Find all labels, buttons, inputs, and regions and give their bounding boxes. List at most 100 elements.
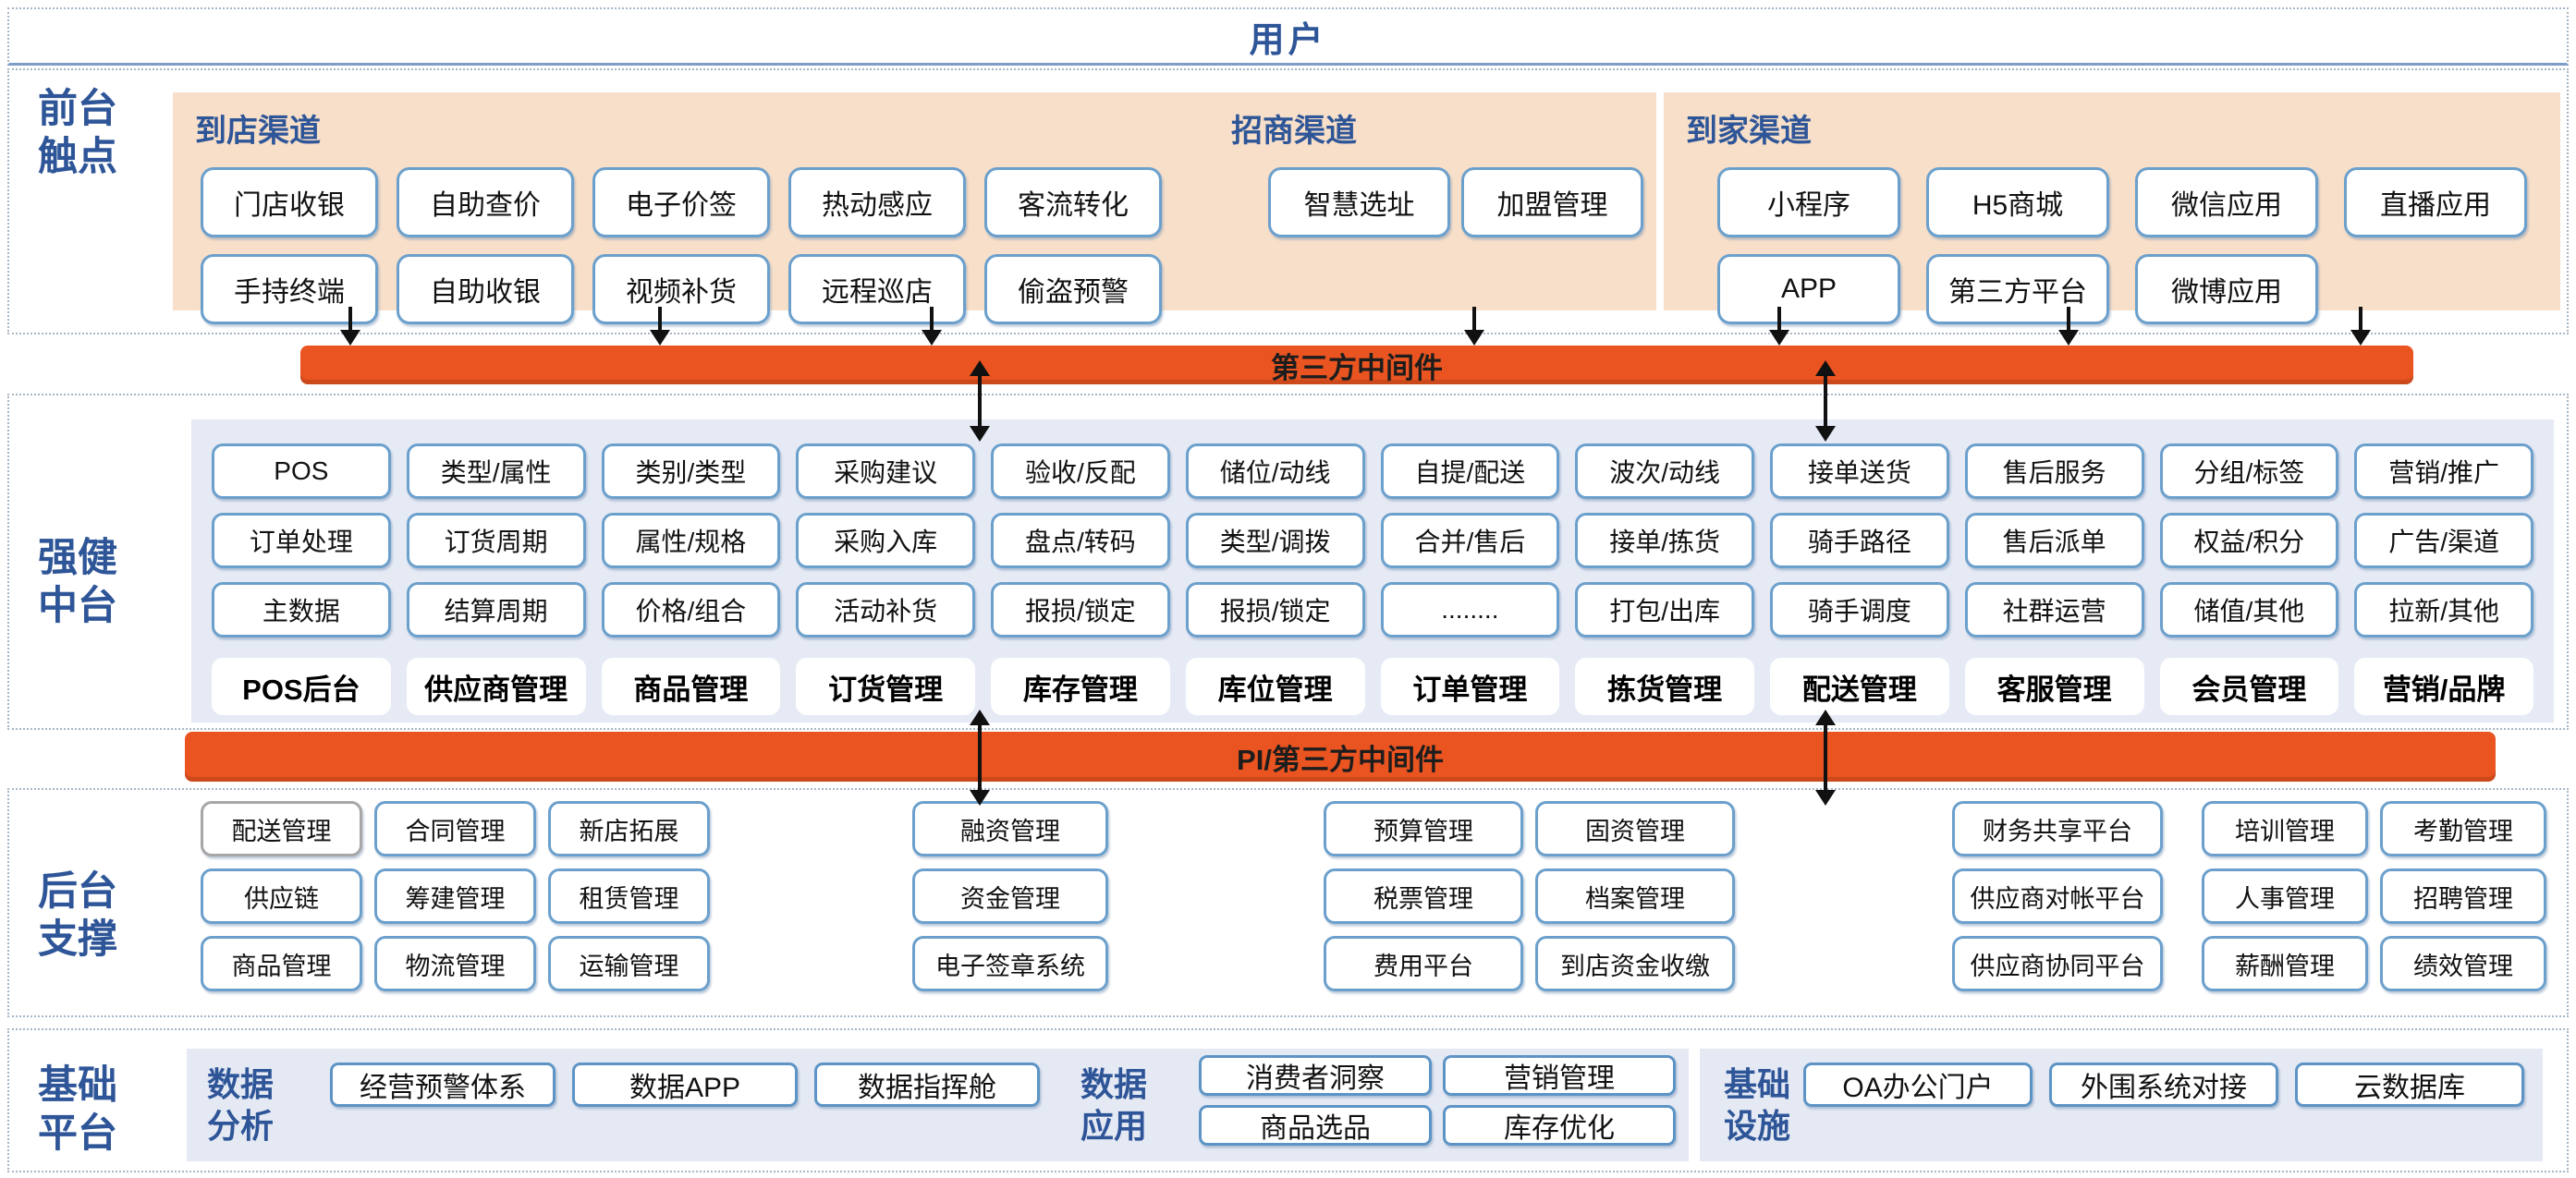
platform-column: 售后服务售后派单社群运营客服管理	[1964, 443, 2144, 715]
platform-column: 储位/动线类型/调拨报损/锁定库位管理	[1185, 443, 1365, 715]
middleware-bar-bottom: PI/第三方中间件	[185, 732, 2496, 782]
capability-box: 供应商对帐平台	[1952, 868, 2163, 924]
platform-column-footer: 会员管理	[2159, 658, 2339, 715]
platform-column-footer: 订单管理	[1380, 658, 1560, 715]
backend-support-section: 后台支撑 配送管理合同管理新店拓展供应链筹建管理租赁管理商品管理物流管理运输管理…	[7, 788, 2569, 1017]
capability-box: 数据指挥舱	[814, 1063, 1040, 1107]
capability-box: 电子价签	[592, 167, 770, 237]
capability-box: 商品管理	[201, 936, 362, 991]
channel-row: 智慧选址加盟管理	[1209, 167, 1656, 237]
platform-column: 自提/配送合并/售后........订单管理	[1380, 443, 1560, 715]
capability-box: 类型/调拨	[1185, 513, 1365, 568]
foundation-group-label: 数据分析	[207, 1065, 275, 1145]
capability-box: 培训管理	[2202, 801, 2368, 856]
foundation-row: OA办公门户外围系统对接云数据库	[1803, 1063, 2524, 1107]
user-band-label: 用户	[1249, 20, 1327, 60]
foundation-row: 经营预警体系数据APP 数据指挥舱	[330, 1063, 1040, 1107]
capability-box: 数据APP	[572, 1063, 798, 1107]
foundation-group-label: 数据应用	[1080, 1065, 1148, 1145]
front-section-side-label: 前台触点	[38, 87, 117, 180]
capability-box: 考勤管理	[2380, 801, 2546, 856]
foundation-row: 商品选品库存优化	[1199, 1105, 1676, 1146]
capability-box: 消费者洞察	[1199, 1055, 1432, 1096]
capability-box: 接单送货	[1770, 443, 1949, 499]
middleware-bar-top: 第三方中间件	[300, 346, 2413, 384]
platform-column-footer: 库存管理	[991, 658, 1170, 715]
channel-row: 门店收银自助查价电子价签热动感应客流转化	[173, 167, 1234, 237]
foundation-group: 数据分析 经营预警体系数据APP 数据指挥舱	[187, 1049, 1065, 1161]
foundation-section-side-label: 基础平台	[38, 1063, 117, 1157]
platform-column-footer: 订货管理	[796, 658, 975, 715]
platform-column-footer: 供应商管理	[406, 658, 586, 715]
capability-box: 直播应用	[2344, 167, 2527, 237]
capability-box: ........	[1380, 582, 1560, 638]
platform-column-footer: 客服管理	[1964, 658, 2144, 715]
platform-column-footer: 库位管理	[1185, 658, 1365, 715]
capability-box: 订货周期	[406, 513, 586, 568]
capability-box: 自助查价	[397, 167, 574, 237]
front-touchpoints-section: 前台触点 到店渠道门店收银自助查价电子价签热动感应客流转化手持终端自助收银视频补…	[7, 68, 2569, 334]
capability-box: 物流管理	[374, 936, 536, 991]
capability-box: 偷盗预警	[984, 254, 1162, 324]
capability-box: 售后服务	[1964, 443, 2144, 499]
foundation-group: 数据应用消费者洞察营销管理商品选品库存优化	[1060, 1049, 1689, 1161]
platform-column: 验收/反配盘点/转码报损/锁定库存管理	[991, 443, 1170, 715]
capability-box: 活动补货	[796, 582, 975, 638]
capability-box: 热动感应	[788, 167, 966, 237]
foundation-row: 消费者洞察营销管理	[1199, 1055, 1676, 1096]
capability-box: H5商城	[1926, 167, 2109, 237]
capability-box: 广告/渠道	[2354, 513, 2533, 568]
capability-box: 第三方平台	[1926, 254, 2109, 324]
capability-box: 采购入库	[796, 513, 975, 568]
capability-box: 小程序	[1717, 167, 1900, 237]
capability-box: 商品选品	[1199, 1105, 1432, 1146]
capability-box: 盘点/转码	[991, 513, 1170, 568]
capability-box: 费用平台	[1324, 936, 1523, 991]
capability-box: 接单/拣货	[1575, 513, 1754, 568]
platform-column: 波次/动线接单/拣货打包/出库拣货管理	[1575, 443, 1754, 715]
capability-box: 客流转化	[984, 167, 1162, 237]
capability-box: 自助收银	[397, 254, 574, 324]
capability-box: 波次/动线	[1575, 443, 1754, 499]
channel-group-title: 到家渠道	[1686, 114, 1812, 149]
capability-box: 融资管理	[912, 801, 1108, 856]
capability-box: 营销管理	[1443, 1055, 1676, 1096]
capability-box: 到店资金收缴	[1535, 936, 1735, 991]
channel-group: 到店渠道门店收银自助查价电子价签热动感应客流转化手持终端自助收银视频补货远程巡店…	[173, 92, 1234, 324]
platform-column-footer: POS后台	[212, 658, 391, 715]
backend-section-side-label: 后台支撑	[38, 869, 117, 963]
backend-group: 配送管理合同管理新店拓展供应链筹建管理租赁管理商品管理物流管理运输管理	[201, 801, 710, 991]
capability-box: 绩效管理	[2380, 936, 2546, 991]
capability-box: 智慧选址	[1268, 167, 1450, 237]
capability-box: 骑手调度	[1770, 582, 1949, 638]
platform-column: 接单送货骑手路径骑手调度配送管理	[1770, 443, 1949, 715]
channel-group-title: 招商渠道	[1231, 114, 1357, 149]
platform-column: 分组/标签权益/积分储值/其他会员管理	[2159, 443, 2339, 715]
capability-box: 加盟管理	[1461, 167, 1643, 237]
channel-row: 手持终端自助收银视频补货远程巡店偷盗预警	[173, 254, 1234, 324]
capability-box: 远程巡店	[788, 254, 966, 324]
foundation-group: 基础设施 OA办公门户外围系统对接云数据库	[1700, 1049, 2543, 1161]
capability-box: 固资管理	[1535, 801, 1735, 856]
capability-box: 报损/锁定	[991, 582, 1170, 638]
capability-box: 外围系统对接	[2049, 1063, 2278, 1107]
capability-box: 资金管理	[912, 868, 1108, 924]
capability-box: 预算管理	[1324, 801, 1523, 856]
capability-box: 报损/锁定	[1185, 582, 1365, 638]
capability-box: 营销/推广	[2354, 443, 2533, 499]
capability-box: 权益/积分	[2159, 513, 2339, 568]
platform-column-footer: 配送管理	[1770, 658, 1949, 715]
capability-box: 验收/反配	[991, 443, 1170, 499]
foundation-group-label: 基础设施	[1724, 1065, 1791, 1145]
capability-box: 经营预警体系	[330, 1063, 555, 1107]
capability-box: 招聘管理	[2380, 868, 2546, 924]
capability-box: 合同管理	[374, 801, 536, 856]
capability-box: 供应商协同平台	[1952, 936, 2163, 991]
user-band: 用户	[7, 7, 2569, 66]
capability-box: 拉新/其他	[2354, 582, 2533, 638]
